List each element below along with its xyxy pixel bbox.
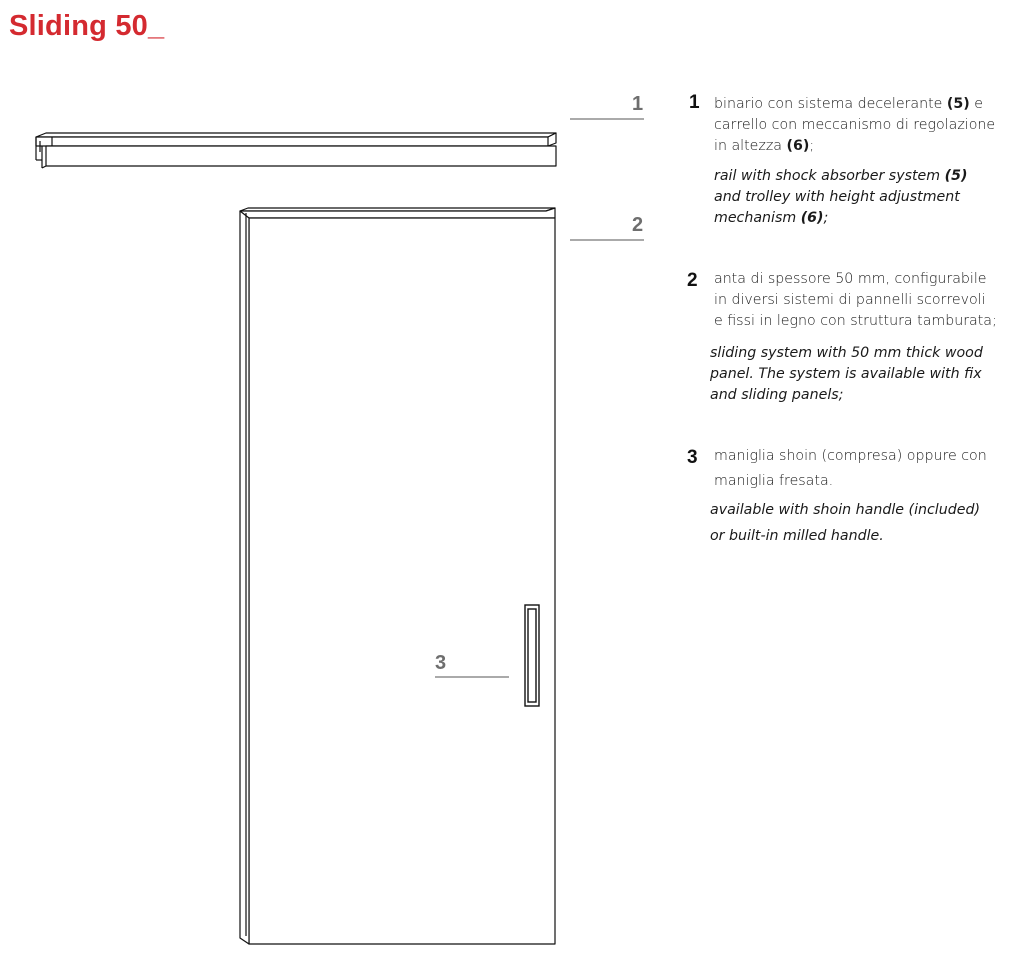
text: rail with shock absorber system [714,168,945,184]
text: and trolley with height adjustment mecha… [714,189,960,226]
item-3-description-en: available with shoin handle (included) o… [710,502,981,544]
callout-label-3: 3 [435,652,447,674]
item-number-1: 1 [689,92,700,113]
item-1-description-en: rail with shock absorber system (5) and … [714,166,967,229]
item-3-description-it: maniglia shoin (compresa) oppure con man… [714,448,987,489]
item-2-description-it: anta di spessore 50 mm, configurabile in… [714,271,997,329]
handle-drawing [524,604,540,707]
ref: (6) [786,138,810,154]
rail-drawing [35,132,557,169]
ref: (6) [800,210,824,226]
text: ; [823,210,829,226]
text: ; [809,138,815,154]
page-title: Sliding 50_ [9,10,165,42]
callout-label-2: 2 [632,214,644,236]
item-number-3: 3 [687,447,698,468]
text: e carrello con meccanismo di regolazione… [714,96,996,154]
callout-leaders [435,118,644,678]
text: binario con sistema decelerante [714,96,947,112]
ref: (5) [944,168,968,184]
item-2-description-en: sliding system with 50 mm thick wood pan… [710,345,983,403]
ref: (5) [946,96,970,112]
door-panel-drawing [239,207,556,945]
item-number-2: 2 [687,270,698,291]
item-1-description-it: binario con sistema decelerante (5) e ca… [714,94,995,157]
callout-label-1: 1 [632,93,644,115]
